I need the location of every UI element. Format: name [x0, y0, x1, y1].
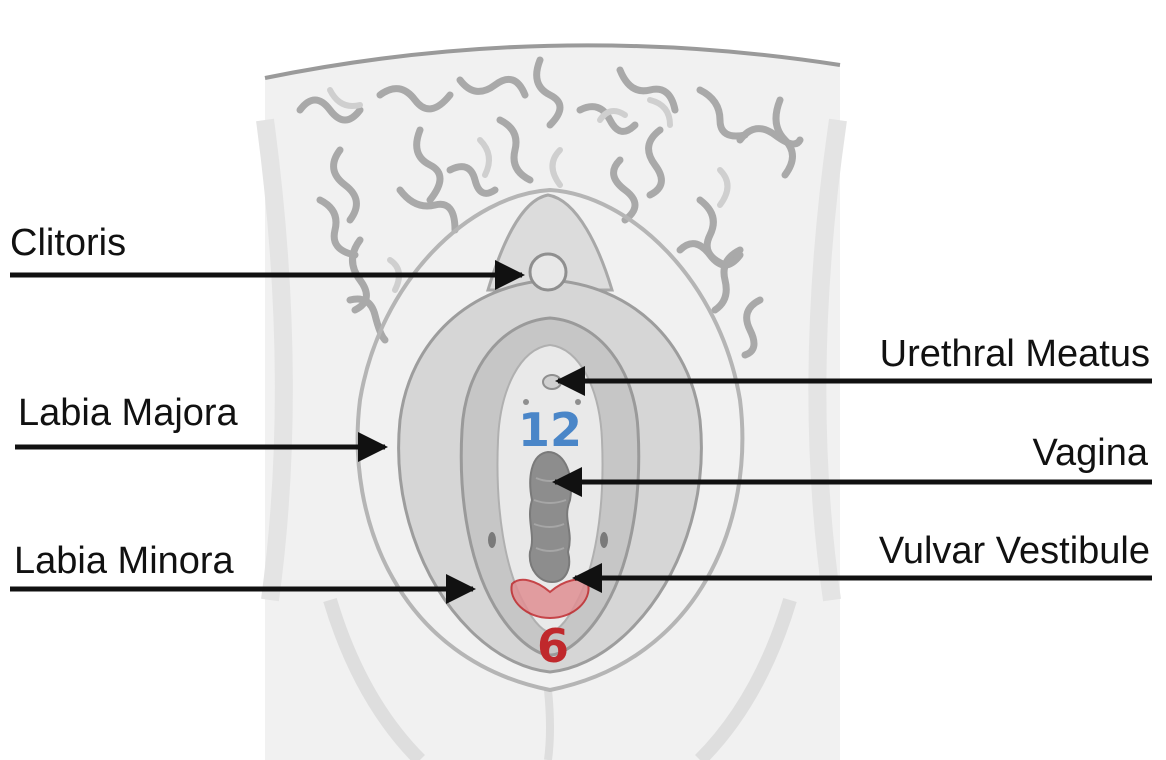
label-vulvar-vestibule: Vulvar Vestibule	[879, 530, 1150, 572]
vaginal-opening	[530, 452, 571, 582]
label-labia-majora: Labia Majora	[18, 392, 239, 434]
clock-mark-twelve: 12	[518, 403, 582, 457]
label-labia-minora: Labia Minora	[14, 540, 235, 582]
label-vagina: Vagina	[1032, 432, 1148, 474]
clock-mark-six: 6	[537, 619, 569, 673]
clitoris-glans	[530, 254, 566, 290]
label-clitoris: Clitoris	[10, 222, 126, 264]
label-urethral-meatus: Urethral Meatus	[880, 333, 1150, 375]
